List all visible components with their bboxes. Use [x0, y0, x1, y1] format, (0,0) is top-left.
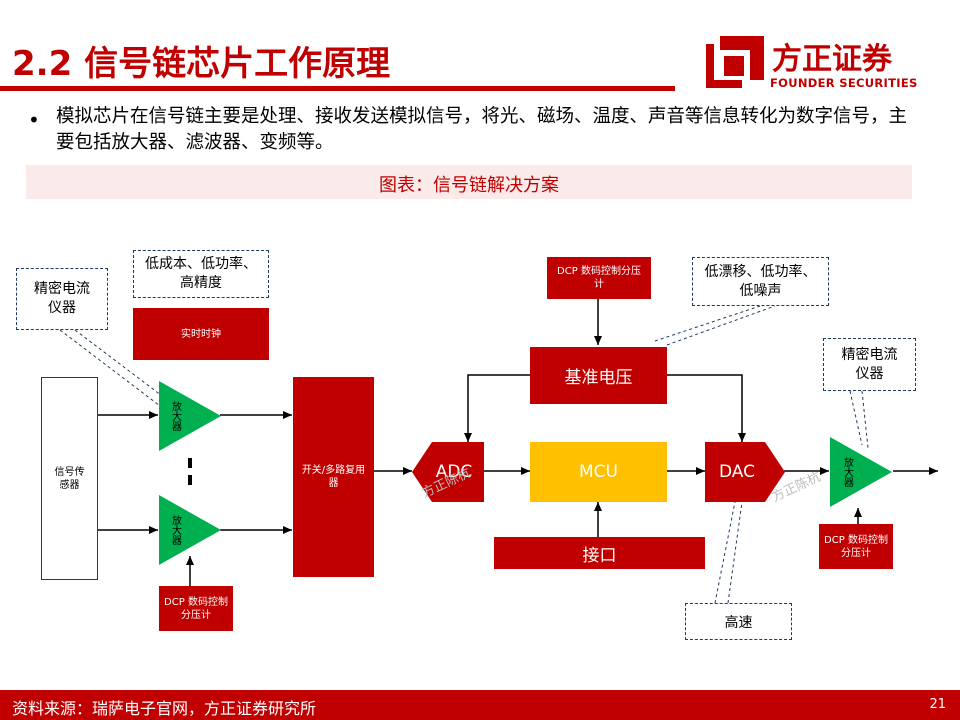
footer-source: 资料来源：瑞萨电子官网，方正证券研究所	[12, 699, 317, 718]
amplifier-top-icon	[159, 381, 221, 451]
founder-logo-icon	[706, 36, 764, 88]
reference-voltage-box: 基准电压	[530, 347, 667, 404]
dac-label: DAC	[719, 462, 755, 482]
amplifier-right-label: 放大器	[841, 457, 853, 487]
amplifier-top-label: 放大器	[169, 401, 181, 431]
interface-box: 接口	[494, 537, 705, 569]
dcp-top-box: DCP 数码控制分压计	[547, 257, 651, 299]
adc-shape	[412, 442, 484, 502]
low-drift-note: 低漂移、低功率、低噪声	[692, 257, 829, 306]
signal-sensor-box: 信号传感器	[41, 377, 98, 580]
amplifier-bottom-icon	[159, 495, 221, 565]
adc-label: ADC	[435, 462, 473, 482]
caption-bar	[26, 165, 912, 199]
low-cost-note: 低成本、低功率、高精度	[133, 250, 269, 298]
dcp-right-box: DCP 数码控制分压计	[819, 524, 893, 569]
rtc-box: 实时时钟	[133, 308, 269, 360]
amplifier-bottom-label: 放大器	[169, 515, 181, 545]
amplifier-right-icon	[830, 437, 892, 507]
page-title: 2.2 信号链芯片工作原理	[12, 44, 391, 84]
page-number: 21	[929, 697, 946, 712]
logo-subtitle: FOUNDER SECURITIES	[770, 76, 918, 90]
high-speed-note: 高速	[685, 603, 792, 640]
title-underline	[0, 86, 675, 91]
figure-caption: 图表：信号链解决方案	[379, 175, 559, 196]
dcp-left-box: DCP 数码控制分压计	[159, 586, 233, 631]
instrument-right-note: 精密电流仪器	[823, 338, 916, 391]
bullet-text: 模拟芯片在信号链主要是处理、接收发送模拟信号，将光、磁场、温度、声音等信息转化为…	[56, 106, 908, 153]
bullet-icon: •	[28, 108, 40, 132]
switch-mux-box: 开关/多路复用器	[293, 377, 374, 577]
instrument-left-note: 精密电流仪器	[16, 268, 108, 330]
mcu-box: MCU	[530, 442, 667, 502]
dac-shape	[705, 442, 785, 502]
footer-bar	[0, 690, 960, 720]
logo-name: 方正证券	[772, 42, 892, 77]
